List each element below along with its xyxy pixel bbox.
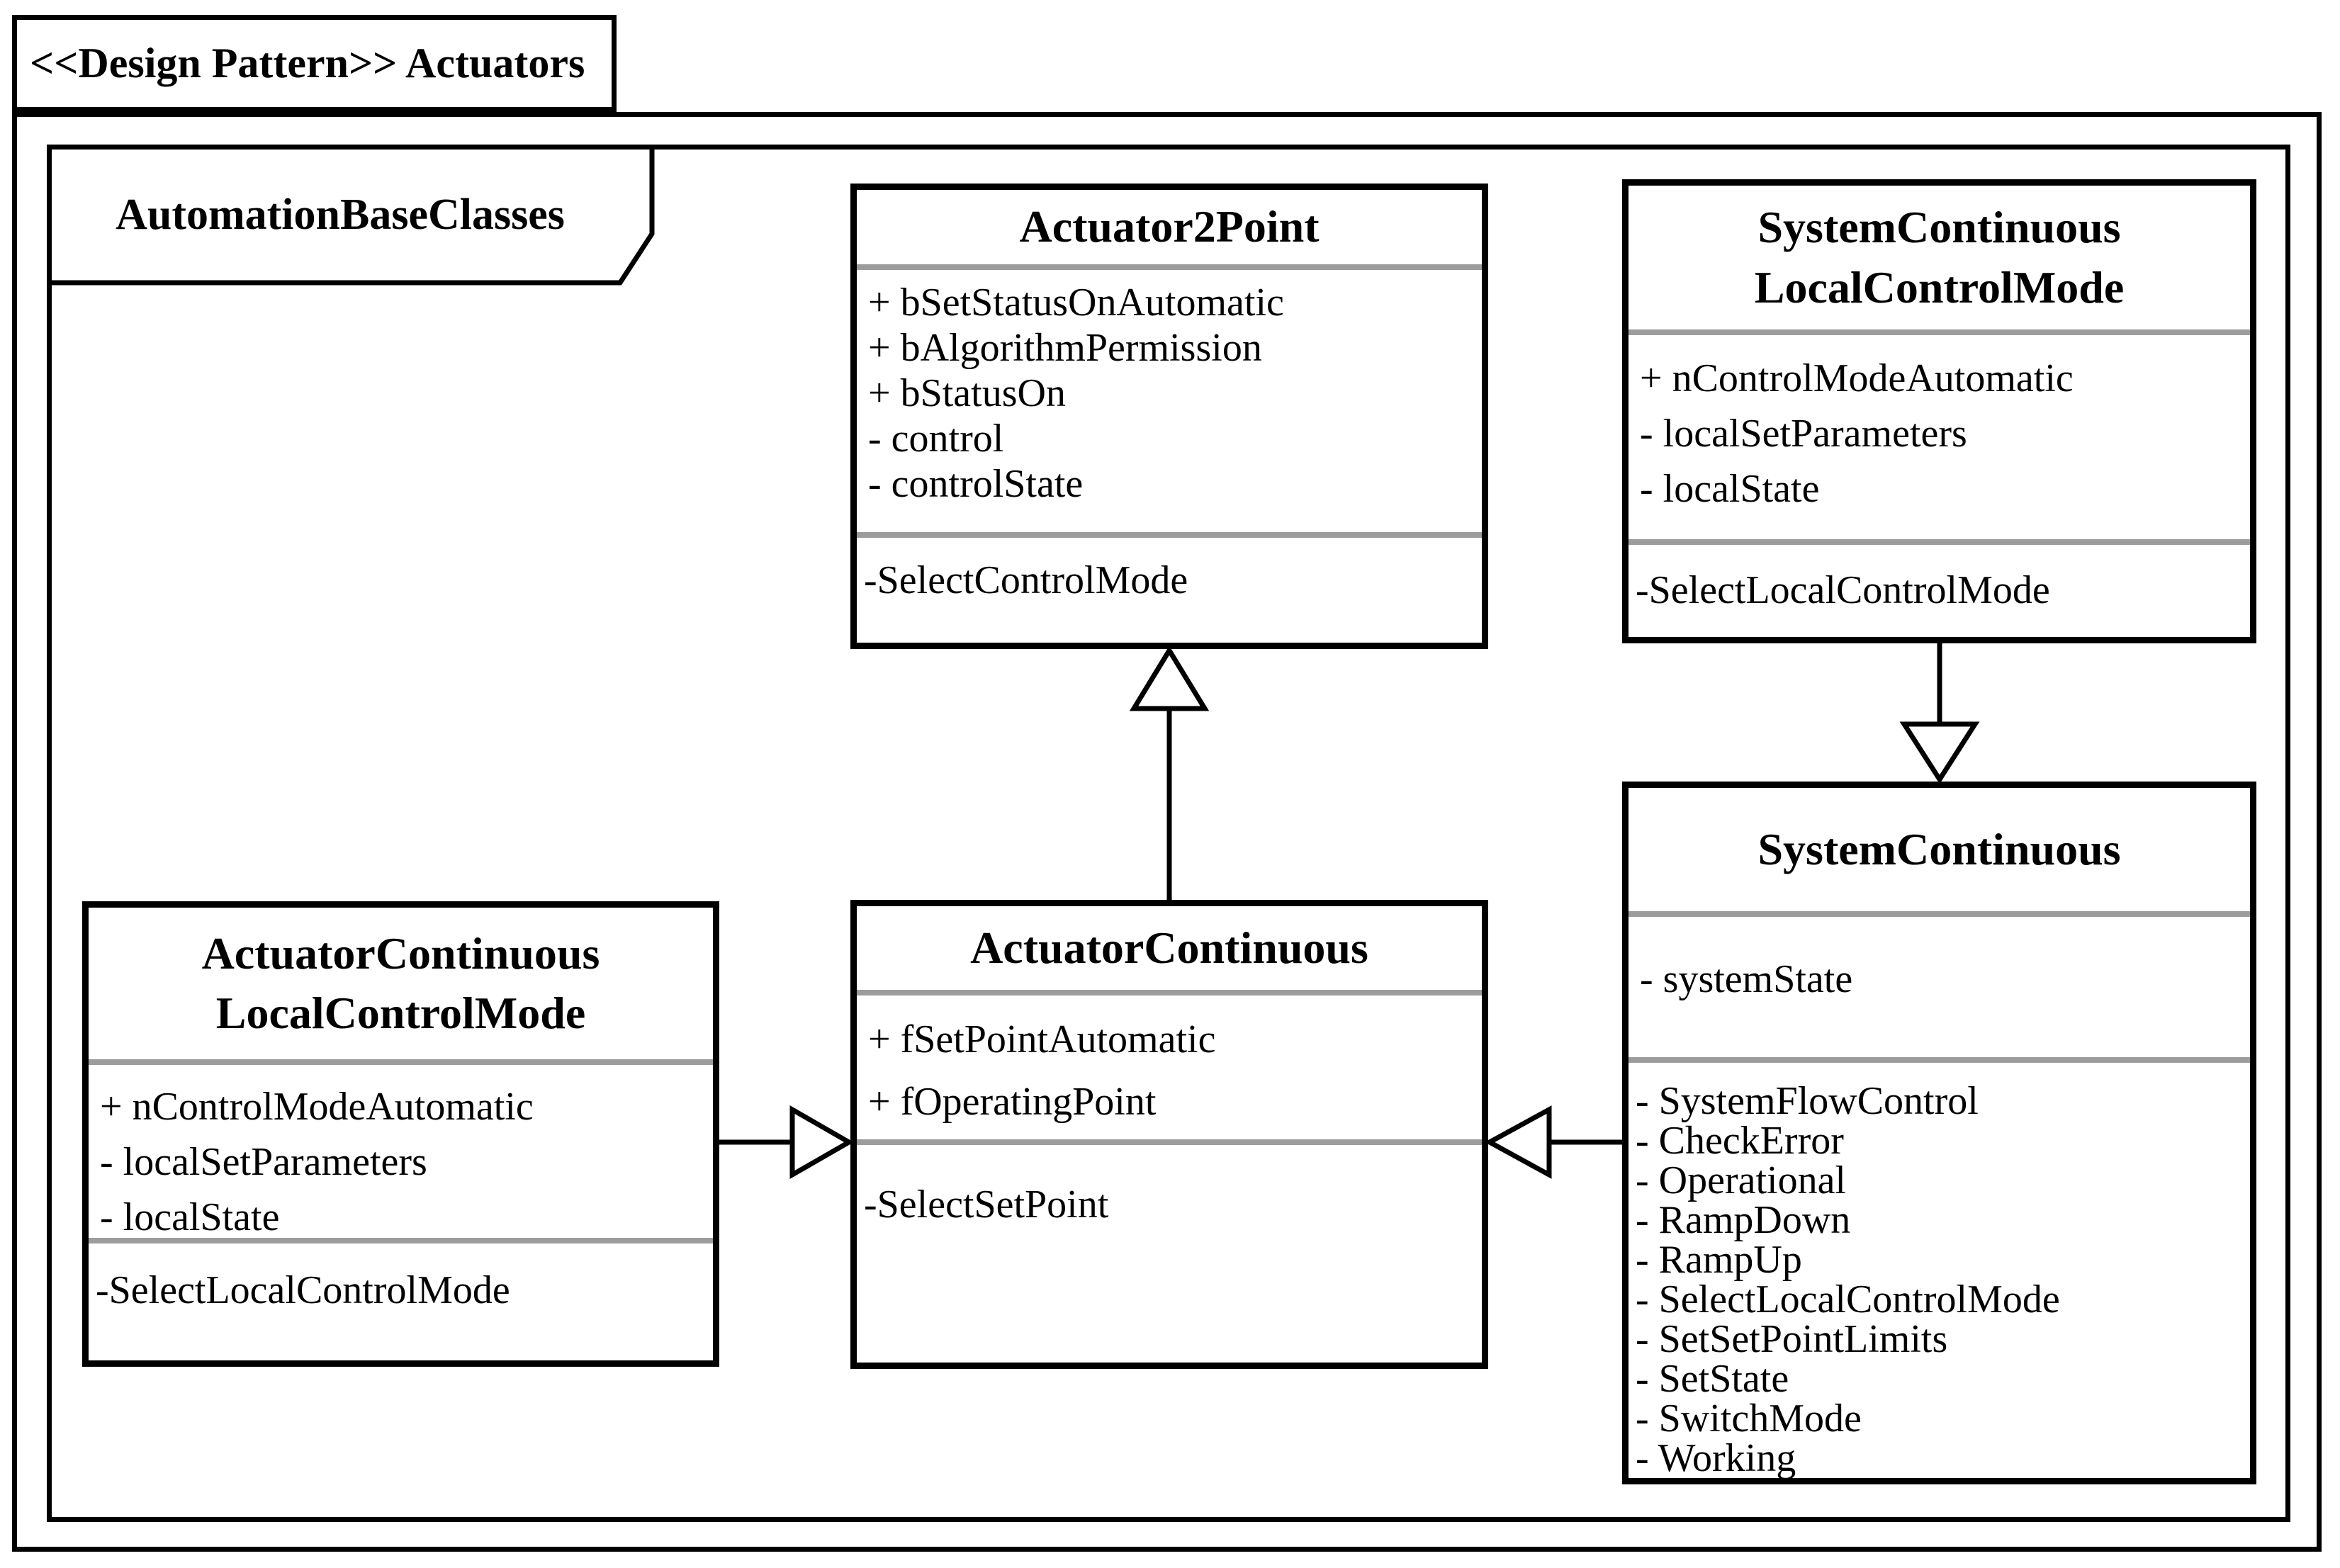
method-item: - CheckError: [1636, 1119, 1844, 1163]
outer-package-title: <<Design Pattern>> Actuators: [30, 40, 585, 86]
method-item: - SetState: [1636, 1357, 1789, 1401]
method-item: - Working: [1636, 1436, 1796, 1478]
attribute-item: + nControlModeAutomatic: [1640, 356, 2074, 400]
attribute-item: + fSetPointAutomatic: [868, 1017, 1216, 1061]
method-item: -SelectSetPoint: [864, 1183, 1109, 1226]
method-item: - SelectLocalControlMode: [1636, 1277, 2060, 1321]
attribute-item: - systemState: [1640, 957, 1853, 1001]
class-box-actuatorcontinuous: ActuatorContinuous + fSetPointAutomatic+…: [850, 900, 1488, 1369]
class-methods-compartment: -SelectControlMode: [857, 532, 1482, 643]
class-title-line: LocalControlMode: [215, 988, 586, 1038]
attribute-item: - localSetParameters: [1640, 412, 1967, 456]
class-title-line: ActuatorContinuous: [970, 922, 1368, 973]
class-title-line: SystemContinuous: [1757, 202, 2121, 253]
class-title: ActuatorContinuous: [857, 906, 1482, 990]
method-item: - RampUp: [1636, 1238, 1802, 1282]
attribute-item: - controlState: [868, 462, 1084, 506]
attribute-item: - control: [868, 417, 1004, 461]
class-methods-compartment: -SelectLocalControlMode: [1629, 539, 2250, 637]
class-title-line: LocalControlMode: [1754, 261, 2125, 312]
class-title: SystemContinuous: [1629, 788, 2250, 911]
inner-package-title: AutomationBaseClasses: [116, 190, 565, 239]
class-attributes-compartment: + fSetPointAutomatic + fOperatingPoint: [857, 990, 1482, 1139]
method-item: -SelectLocalControlMode: [1636, 568, 2050, 612]
class-methods-compartment: -SelectLocalControlMode: [89, 1238, 713, 1360]
method-item: -SelectLocalControlMode: [96, 1268, 510, 1312]
attribute-item: - localSetParameters: [100, 1140, 427, 1184]
class-title-line: SystemContinuous: [1757, 823, 2121, 874]
class-title: Actuator2Point: [857, 190, 1482, 264]
attribute-item: + bAlgorithmPermission: [868, 326, 1262, 370]
class-attributes-compartment: - systemState: [1629, 911, 2250, 1057]
class-methods-compartment: - SystemFlowControl- CheckError- Operati…: [1629, 1057, 2250, 1478]
class-attributes-compartment: + nControlModeAutomatic - localSetParamet…: [1629, 329, 2250, 539]
attribute-item: + bStatusOn: [868, 371, 1066, 415]
class-attributes-compartment: + bSetStatusOnAutomatic+ bAlgorithmPermi…: [857, 264, 1482, 532]
outer-package-tab: <<Design Pattern>> Actuators: [12, 15, 617, 112]
class-box-actuator2point: Actuator2Point + bSetStatusOnAutomatic+ …: [850, 184, 1488, 649]
method-item: - SystemFlowControl: [1636, 1079, 1979, 1123]
class-methods-compartment: -SelectSetPoint: [857, 1139, 1482, 1363]
class-title-line: ActuatorContinuous: [201, 927, 600, 978]
class-attributes-compartment: + nControlModeAutomatic - localSetParamet…: [89, 1059, 713, 1238]
method-item: -SelectControlMode: [864, 558, 1188, 602]
attribute-item: - localState: [1640, 467, 1820, 511]
class-box-systemcontinuous: SystemContinuous - systemState - SystemF…: [1622, 782, 2256, 1484]
method-item: - RampDown: [1636, 1198, 1851, 1242]
method-item: - Operational: [1636, 1158, 1846, 1202]
class-title-line: Actuator2Point: [1019, 201, 1320, 252]
method-item: - SetSetPointLimits: [1636, 1317, 1948, 1361]
attribute-item: + fOperatingPoint: [868, 1080, 1157, 1124]
attribute-item: + nControlModeAutomatic: [100, 1085, 534, 1129]
attribute-item: - localState: [100, 1195, 280, 1238]
method-item: - SwitchMode: [1636, 1397, 1862, 1440]
attribute-item: + bSetStatusOnAutomatic: [868, 281, 1284, 325]
